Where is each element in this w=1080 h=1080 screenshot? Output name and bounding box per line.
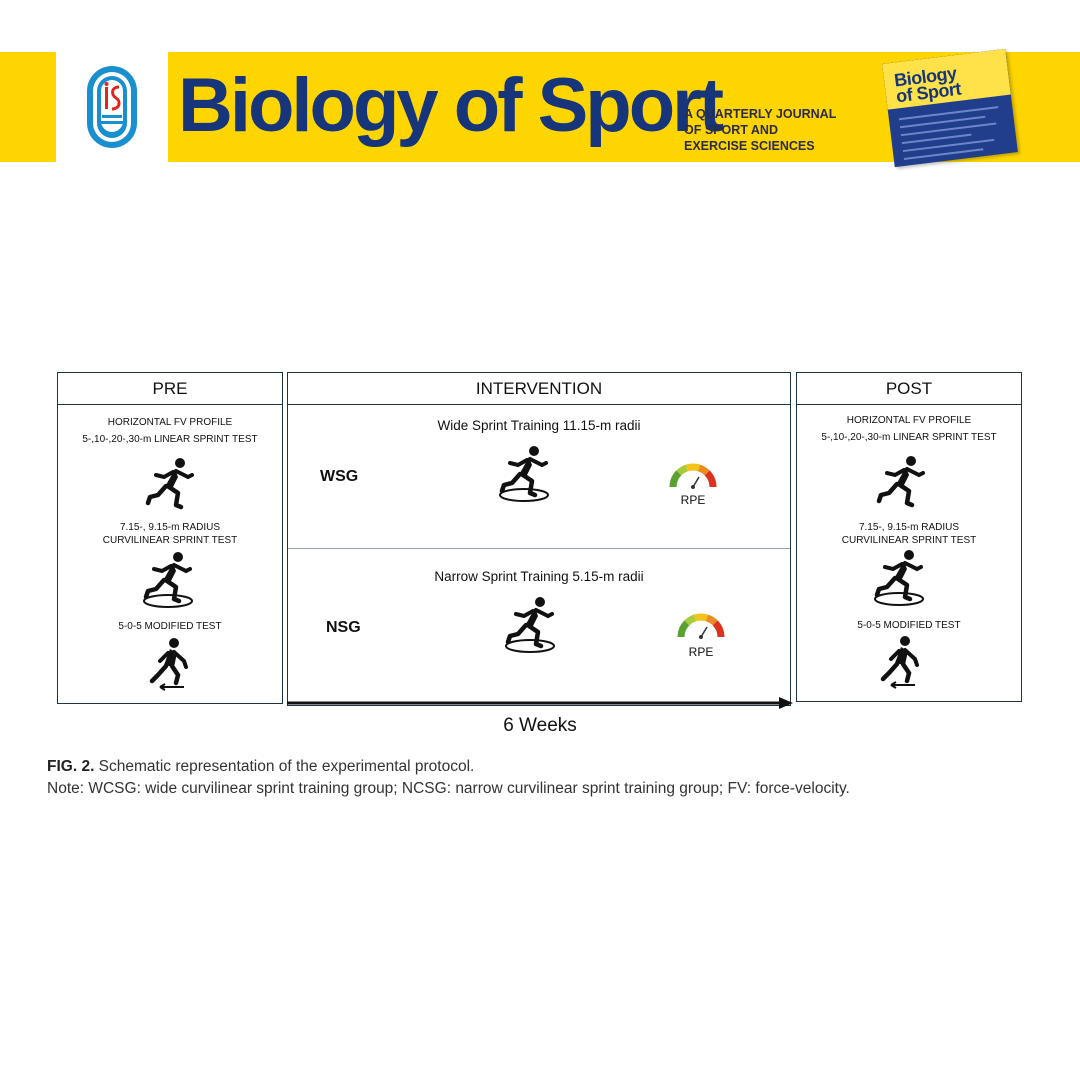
rpe-label: RPE (680, 493, 706, 507)
curvilinear-sprinter-icon (871, 547, 931, 607)
nsg-training-title: Narrow Sprint Training 5.15-m radii (434, 569, 644, 584)
figure-label: FIG. 2. (47, 758, 95, 775)
figure-caption: FIG. 2. Schematic representation of the … (47, 756, 1047, 800)
nsg-label: NSG (326, 619, 361, 636)
test-line: 7.15-, 9.15-m RADIUS (119, 522, 221, 533)
post-panel: POST HORIZONTAL FV PROFILE 5-,10-,20-,30… (796, 372, 1022, 702)
test-line: 7.15-, 9.15-m RADIUS (858, 522, 960, 533)
banner-left-stripe (0, 52, 56, 162)
test-line: 5-0-5 MODIFIED TEST (118, 621, 222, 632)
pre-panel: PRE HORIZONTAL FV PROFILE 5-,10-,20-,30-… (57, 372, 283, 704)
rpe-label: RPE (688, 645, 714, 659)
journal-cover-image: Biology of Sport (882, 48, 1018, 168)
curvilinear-sprinter-icon (140, 549, 200, 609)
change-of-direction-icon (873, 633, 933, 693)
curvilinear-sprinter-icon (496, 443, 556, 503)
test-line: CURVILINEAR SPRINT TEST (102, 535, 238, 546)
figure-note: Note: WCSG: wide curvilinear sprint trai… (47, 780, 850, 797)
test-line: 5-,10-,20-,30-m LINEAR SPRINT TEST (821, 432, 997, 443)
curvilinear-sprinter-icon (502, 594, 562, 654)
intervention-header: INTERVENTION (288, 373, 790, 405)
wsg-training-title: Wide Sprint Training 11.15-m radii (437, 418, 641, 433)
post-test-label: 5-0-5 MODIFIED TEST (797, 619, 1021, 632)
rpe-gauge-icon (677, 611, 725, 639)
test-line: 5-,10-,20-,30-m LINEAR SPRINT TEST (82, 434, 258, 445)
linear-sprinter-icon (142, 455, 202, 515)
iss-logo-icon (84, 63, 140, 151)
tagline-line: OF SPORT AND (684, 123, 778, 137)
journal-title: Biology of Sport (178, 63, 724, 148)
post-test-label: 7.15-, 9.15-m RADIUS CURVILINEAR SPRINT … (797, 521, 1021, 547)
test-line: HORIZONTAL FV PROFILE (846, 415, 972, 426)
change-of-direction-icon (142, 635, 202, 695)
timeline-label: 6 Weeks (503, 715, 577, 736)
pre-test-label: 7.15-, 9.15-m RADIUS CURVILINEAR SPRINT … (58, 521, 282, 547)
test-line: HORIZONTAL FV PROFILE (107, 417, 233, 428)
tagline-line: EXERCISE SCIENCES (684, 139, 815, 153)
linear-sprinter-icon (873, 453, 933, 513)
rpe-gauge-icon (669, 461, 717, 489)
intervention-panel: INTERVENTION Wide Sprint Training 11.15-… (287, 372, 791, 706)
wsg-label: WSG (320, 468, 359, 485)
figure-title: Schematic representation of the experime… (94, 758, 475, 775)
pre-test-label: 5-0-5 MODIFIED TEST (58, 620, 282, 633)
pre-test-label: HORIZONTAL FV PROFILE 5-,10-,20-,30-m LI… (58, 416, 282, 446)
group-divider (288, 548, 790, 549)
test-line: CURVILINEAR SPRINT TEST (841, 535, 977, 546)
post-test-label: HORIZONTAL FV PROFILE 5-,10-,20-,30-m LI… (797, 414, 1021, 444)
timeline-arrow (287, 696, 793, 710)
journal-tagline: A QUARTERLY JOURNAL OF SPORT AND EXERCIS… (684, 106, 854, 154)
post-header: POST (797, 373, 1021, 405)
test-line: 5-0-5 MODIFIED TEST (857, 620, 961, 631)
tagline-line: A QUARTERLY JOURNAL (684, 107, 837, 121)
pre-header: PRE (58, 373, 282, 405)
